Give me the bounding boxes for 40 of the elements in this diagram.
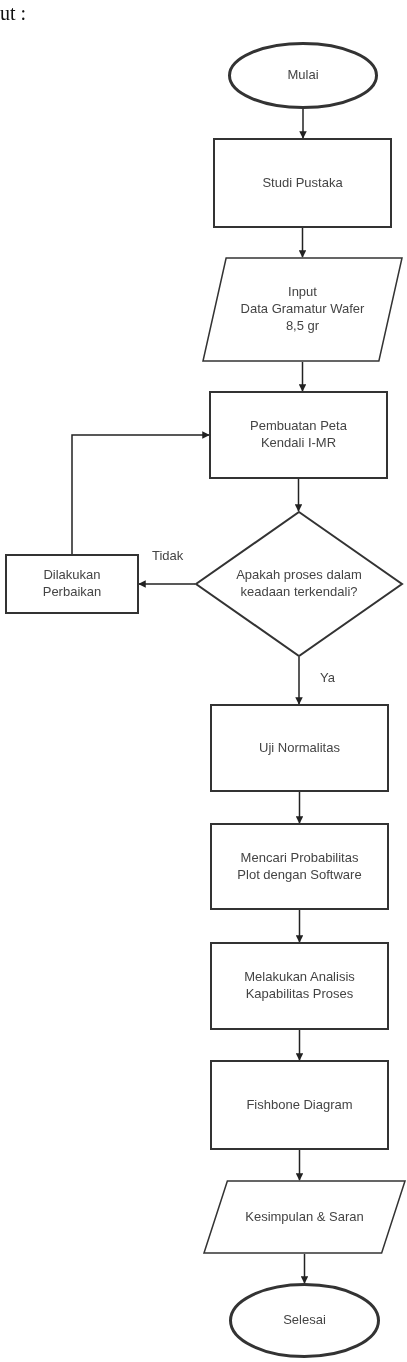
arrow (295, 656, 303, 705)
process-box (210, 1060, 389, 1150)
process-box (210, 942, 389, 1030)
arrow (295, 791, 304, 824)
node-text: Dilakukan Perbaikan (41, 567, 103, 601)
arrow (295, 909, 304, 943)
edge-label: Ya (320, 670, 335, 685)
arrow (138, 580, 196, 588)
decision-diamond (195, 511, 403, 657)
arrow (294, 478, 303, 512)
input-output-parallelogram (202, 257, 403, 362)
node-text: Selesai (283, 1312, 326, 1329)
node-text: Mulai (287, 67, 319, 84)
terminal-ellipse (229, 1283, 380, 1358)
node-text: Input (288, 284, 317, 302)
process-box (213, 138, 392, 228)
input-output-parallelogram (203, 1180, 406, 1254)
node-text: Studi Pustaka (262, 174, 343, 192)
terminal-ellipse (228, 42, 378, 109)
edge-label: Tidak (152, 548, 184, 563)
node-text: Fishbone Diagram (246, 1096, 353, 1114)
node-text: Mencari Probabilitas Plot dengan Software (236, 849, 363, 884)
process-box (5, 554, 139, 614)
node-text: Kesimpulan & Saran (245, 1208, 364, 1226)
arrow (299, 108, 307, 139)
node-text: Data Gramatur Wafer 8,5 gr (239, 301, 366, 335)
arrow (298, 361, 307, 392)
arrow (295, 1149, 304, 1181)
process-box (210, 704, 389, 792)
arrow (298, 227, 307, 258)
arrow (295, 1029, 304, 1061)
process-box (209, 391, 388, 479)
node-text: Uji Normalitas (259, 739, 340, 757)
node-text: Pembuatan Peta Kendali I-MR (249, 418, 348, 452)
node-text: Melakukan Analisis Kapabilitas Proses (243, 969, 356, 1003)
text-fragment: ut : (0, 2, 27, 25)
arrow (71, 431, 210, 555)
node-text: Apakah proses dalam keadaan terkendali? (235, 567, 363, 601)
process-box (210, 823, 389, 910)
arrow (300, 1253, 309, 1284)
